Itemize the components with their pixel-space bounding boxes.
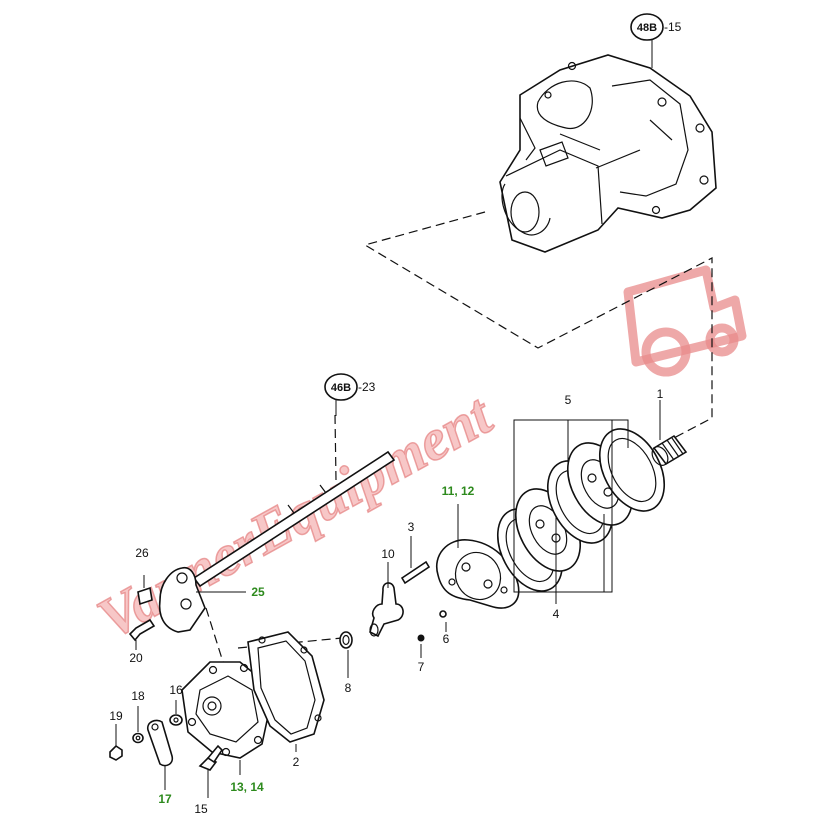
label-17: 17	[158, 792, 172, 806]
label-26: 26	[135, 546, 149, 560]
ref-suffix: -23	[358, 380, 376, 394]
label-19: 19	[109, 709, 123, 723]
part-18-washer	[132, 732, 144, 744]
shaft	[192, 450, 396, 588]
label-13-14: 13, 14	[230, 780, 264, 794]
part-15-bolt	[198, 744, 224, 771]
part-11-12-plate	[435, 539, 520, 609]
part-10-cam-shaft	[369, 582, 404, 638]
part-6-ball	[439, 610, 447, 618]
part-5-friction-disc-c	[598, 428, 666, 512]
leader-lines	[115, 36, 661, 798]
part-7-plug	[417, 634, 425, 642]
label-15: 15	[194, 802, 208, 816]
label-25: 25	[251, 585, 265, 599]
part-2-gasket	[247, 631, 325, 743]
transmission-housing	[499, 54, 717, 253]
label-7: 7	[418, 660, 425, 674]
part-19-nut	[109, 744, 123, 761]
ref-bubble-48b: 48B -15	[630, 13, 682, 41]
part-26-bolt	[137, 575, 153, 606]
label-6: 6	[443, 632, 450, 646]
part-8-ring	[339, 631, 353, 649]
label-11-12: 11, 12	[442, 484, 475, 498]
part-1-needle-bearing	[651, 434, 688, 466]
label-10: 10	[381, 547, 395, 561]
label-16: 16	[169, 683, 183, 697]
part-20-bolt	[128, 618, 156, 642]
label-8: 8	[345, 681, 352, 695]
label-4: 4	[553, 607, 560, 621]
label-18: 18	[131, 689, 145, 703]
label-2: 2	[293, 755, 300, 769]
label-3: 3	[408, 520, 415, 534]
tractor-logo-icon	[623, 265, 747, 377]
part-17-lever	[146, 719, 174, 767]
ref-code: 48B	[637, 22, 657, 34]
ref-suffix: -15	[664, 20, 682, 34]
label-20: 20	[129, 651, 143, 665]
part-labels: 1 2 3 4 5 6 7 8 10 11, 12 13, 14 15 16 1…	[109, 387, 663, 816]
part-16-nut	[169, 714, 183, 726]
label-1: 1	[657, 387, 664, 401]
label-5: 5	[565, 393, 572, 407]
part-3-pin	[400, 560, 431, 585]
ref-code: 46B	[331, 382, 351, 394]
part-25-arm	[158, 566, 206, 633]
ref-bubble-46b: 46B -23	[324, 373, 376, 401]
